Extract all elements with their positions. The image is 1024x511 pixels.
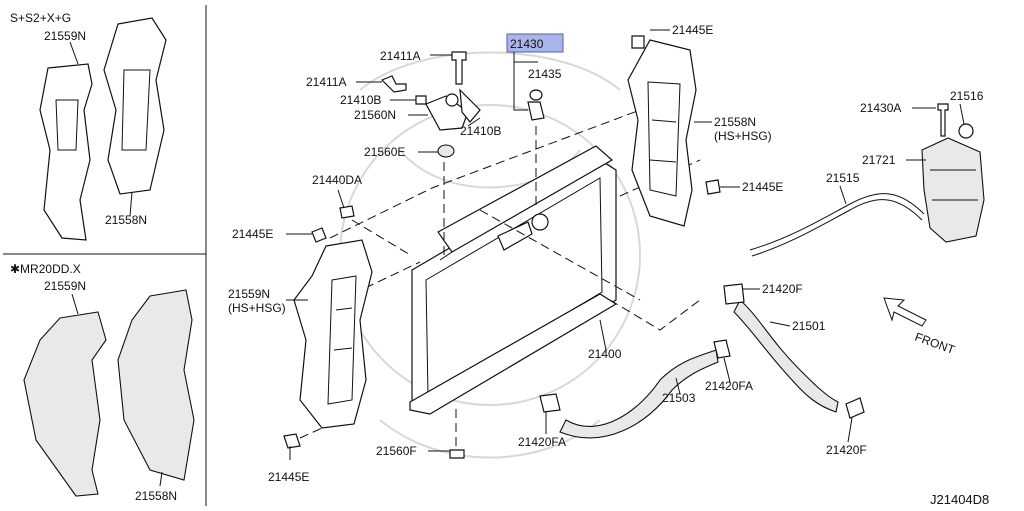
callout-21560N: 21560N <box>354 108 396 122</box>
callout-21420FA-mid: 21420FA <box>705 379 753 393</box>
front-arrow: FRONT <box>883 297 957 358</box>
inset-bottom-label-21558N: 21558N <box>135 489 177 503</box>
callout-21501: 21501 <box>792 319 826 333</box>
callout-21559N: 21559N <box>228 287 270 301</box>
callout-21410B-right: 21410B <box>460 124 501 138</box>
callout-21400: 21400 <box>588 347 622 361</box>
callout-21560F: 21560F <box>376 444 417 458</box>
callout-21516: 21516 <box>950 89 984 103</box>
callout-21445E-bottom: 21445E <box>268 470 309 484</box>
callout-21430: 21430 <box>510 37 544 51</box>
callout-leaders <box>286 29 965 460</box>
callout-21721: 21721 <box>862 153 896 167</box>
callout-21420F-mid: 21420F <box>762 282 803 296</box>
inset-top-label-21558N: 21558N <box>105 213 147 227</box>
callout-labels: 21430 21411A 21411A 21410B 21560N 21410B… <box>228 23 984 484</box>
inset-bottom-shroud-right <box>117 289 195 481</box>
inset-top-shroud-left <box>39 63 93 241</box>
inset-bottom-variant: ✱MR20DD.X <box>10 262 81 276</box>
callout-21558N-sub: (HS+HSG) <box>714 129 772 143</box>
callout-21445E-top: 21445E <box>672 23 713 37</box>
callout-21560E: 21560E <box>364 145 405 159</box>
callout-21440DA: 21440DA <box>312 173 362 187</box>
inset-top-shroud-right <box>103 17 167 195</box>
diagram-id: J21404D8 <box>930 492 989 507</box>
highlight-box <box>506 33 564 53</box>
callout-21445E-left: 21445E <box>232 227 273 241</box>
inset-top: S+S2+X+G 21559N 21558N <box>10 11 167 241</box>
callout-21445E-right: 21445E <box>742 180 783 194</box>
inset-bottom-label-21559N: 21559N <box>44 279 86 293</box>
callout-21435: 21435 <box>528 67 562 81</box>
inset-top-label-21559N: 21559N <box>44 29 86 43</box>
hoses <box>539 283 865 439</box>
callout-21411A-top: 21411A <box>380 49 420 63</box>
callout-21430A: 21430A <box>860 101 901 115</box>
reservoir-assembly <box>749 103 985 257</box>
inset-top-variant: S+S2+X+G <box>10 11 71 25</box>
callout-21411A: 21411A <box>306 75 346 89</box>
inset-frame <box>3 5 207 506</box>
main-shroud-right <box>627 35 721 227</box>
callout-21558N: 21558N <box>714 115 756 129</box>
inset-bottom: ✱MR20DD.X 21559N 21558N <box>10 262 195 503</box>
callout-21515: 21515 <box>826 171 860 185</box>
callout-21420F-bottom: 21420F <box>826 443 867 457</box>
top-fasteners <box>283 51 545 459</box>
callout-21420FA-bottom: 21420FA <box>518 435 566 449</box>
radiator <box>409 145 618 415</box>
callout-21410B-left: 21410B <box>340 93 381 107</box>
callout-21503: 21503 <box>662 391 696 405</box>
inset-bottom-shroud-left <box>23 311 107 497</box>
callout-21559N-sub: (HS+HSG) <box>228 301 286 315</box>
main-shroud-left <box>293 239 373 429</box>
front-label: FRONT <box>913 330 957 358</box>
